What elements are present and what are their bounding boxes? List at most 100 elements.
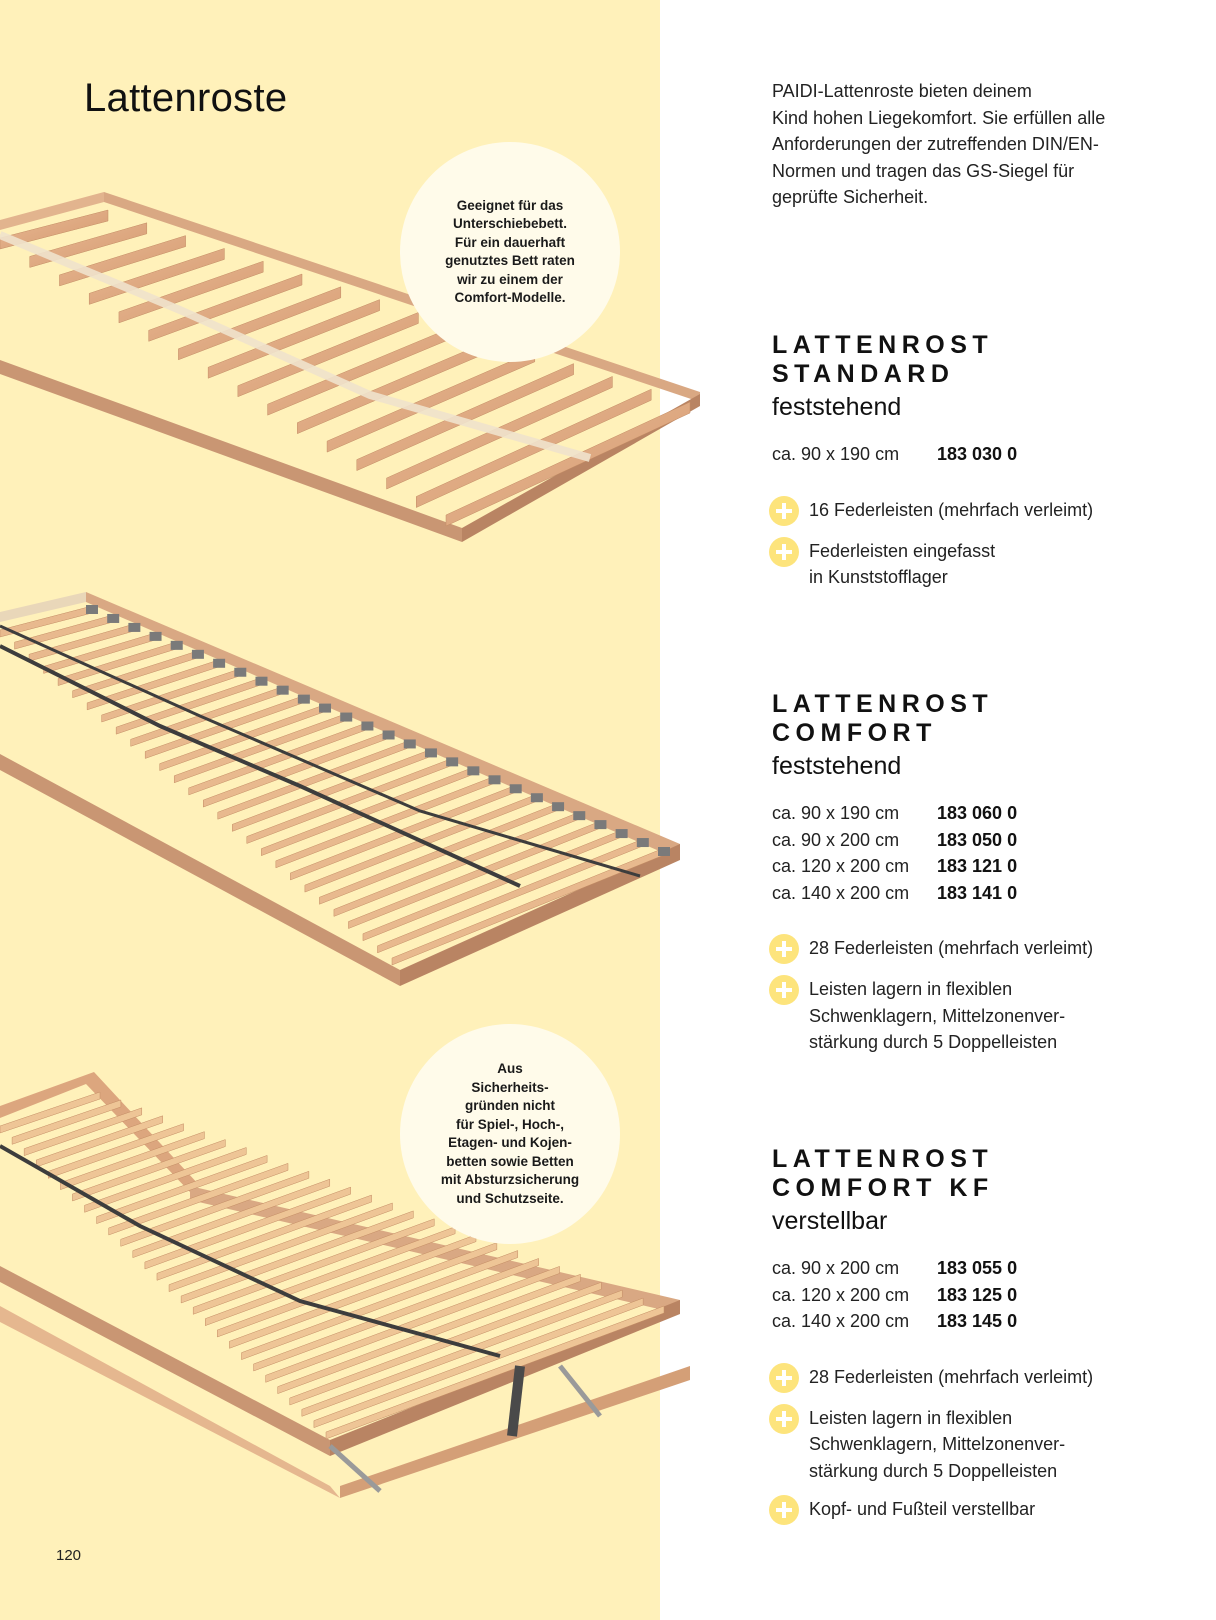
article-number: 183 055 0 [937, 1258, 1018, 1278]
article-number: 183 145 0 [937, 1311, 1018, 1331]
plus-circle-icon [769, 934, 799, 964]
plus-circle-icon [769, 1403, 799, 1434]
feature-item: 16 Federleisten (mehrfach verleimt) [769, 495, 1172, 526]
slat-bearing [552, 802, 565, 812]
size-label: ca. 90 x 190 cm [772, 803, 900, 823]
slat-bearing [107, 613, 120, 623]
slat [265, 1266, 560, 1383]
slat [173, 713, 347, 784]
product-type: feststehend [772, 393, 902, 421]
slat-bearing [424, 748, 437, 758]
slat [301, 1289, 623, 1417]
product-name: LATTENROST STANDARD [772, 331, 994, 388]
slat-bearing [446, 757, 459, 767]
product-comfort-kf: LATTENROST COMFORT KF verstellbar ca. 90… [769, 1145, 1172, 1536]
product-name: LATTENROST COMFORT KF [772, 1145, 994, 1202]
slat [326, 350, 536, 453]
slat [237, 312, 419, 398]
intro-text: PAIDI-Lattenroste bieten deinem Kind hoh… [772, 81, 1106, 207]
feature-text: 28 Federleisten (mehrfach verleimt) [809, 1366, 1094, 1387]
slat [246, 758, 453, 844]
slat-bearing [488, 775, 501, 785]
product-type: verstellbar [772, 1207, 888, 1235]
feature-item: 28 Federleisten (mehrfach verleimt) [769, 1362, 1172, 1393]
note-bubble-safety: Aus Sicherheits- gründen nicht für Spiel… [400, 1024, 620, 1244]
article-number: 183 060 0 [937, 803, 1018, 823]
note-bubble-underbed: Geeignet für das Unterschiebebett. Für e… [400, 142, 620, 362]
slat-bearing [509, 784, 522, 794]
size-label: ca. 120 x 200 cm [772, 856, 910, 876]
page-title: Lattenroste [84, 76, 288, 120]
slat [325, 1305, 665, 1440]
size-row: ca. 90 x 200 cm 183 050 0 [772, 827, 1172, 854]
slat [84, 1147, 247, 1213]
slat-bearing [191, 649, 204, 659]
slat-bearing [658, 847, 670, 856]
slat [229, 1242, 498, 1349]
slat-bearing [128, 622, 141, 632]
slat [0, 1091, 101, 1134]
slat-bearing [361, 721, 374, 731]
slat [120, 1170, 310, 1247]
slat [148, 273, 303, 342]
slat [207, 299, 380, 379]
slat [192, 1218, 435, 1315]
feature-item: Leisten lagern in flexiblen Schwenklager… [769, 975, 1172, 1056]
slat [178, 286, 342, 361]
slat [0, 209, 109, 250]
slat-bearing [403, 739, 416, 749]
feature-item: Leisten lagern in flexiblen Schwenklager… [769, 1403, 1172, 1485]
article-number: 183 030 0 [937, 444, 1018, 464]
slat-bearing [170, 640, 183, 650]
slat-bearing [276, 685, 289, 695]
slat-bearing [340, 712, 353, 722]
size-row: ca. 120 x 200 cm 183 121 0 [772, 853, 1172, 880]
feature-text: Federleisten eingefasst in Kunststofflag… [809, 540, 996, 588]
slat [60, 1131, 205, 1191]
slat-bearing [594, 820, 607, 830]
size-label: ca. 120 x 200 cm [772, 1284, 910, 1305]
size-list: ca. 90 x 200 cm 183 055 0 ca. 120 x 200 … [772, 1255, 1172, 1335]
slat-bearing [297, 694, 310, 704]
size-label: ca. 140 x 200 cm [772, 1311, 910, 1331]
slat-bearing [149, 631, 162, 641]
slat [108, 1162, 289, 1236]
slat-bearing [382, 730, 395, 740]
size-row: ca. 120 x 200 cm 183 125 0 [772, 1282, 1172, 1309]
feature-list: 16 Federleisten (mehrfach verleimt) Fede… [769, 495, 1172, 591]
slat [217, 1234, 477, 1338]
slat-bearing [636, 838, 649, 848]
slat [277, 1273, 581, 1395]
slat-bearing [573, 811, 586, 821]
slat-bearing [86, 605, 98, 614]
product-image-comfort-kf [0, 1072, 690, 1498]
plus-circle-icon [769, 975, 799, 1005]
size-list: ca. 90 x 190 cm 183 060 0 ca. 90 x 200 c… [772, 800, 1172, 906]
slat [72, 1139, 226, 1202]
slat [445, 401, 691, 527]
slat [205, 1226, 456, 1327]
article-number: 183 050 0 [937, 829, 1018, 850]
feature-text: 28 Federleisten (mehrfach verleimt) [809, 938, 1094, 958]
slat [11, 1099, 122, 1145]
slat [23, 1107, 143, 1157]
plus-circle-icon [769, 1495, 799, 1525]
slat-bearing [319, 703, 332, 713]
slat [253, 1258, 539, 1372]
slat [132, 1178, 331, 1259]
slat-bearing [234, 667, 247, 677]
feature-text: Leisten lagern in flexiblen Schwenklager… [809, 979, 1066, 1052]
slat [356, 363, 574, 471]
size-row: ca. 90 x 200 cm 183 055 0 [772, 1255, 1172, 1282]
product-image-comfort [0, 592, 680, 986]
feature-item: 28 Federleisten (mehrfach verleimt) [769, 934, 1172, 964]
size-row: ca. 90 x 190 cm 183 030 0 [772, 441, 1172, 468]
slat [313, 1297, 644, 1429]
slat-bearing [467, 766, 480, 776]
slat-bearing [615, 829, 628, 839]
plus-circle-icon [769, 495, 799, 526]
size-label: ca. 140 x 200 cm [772, 882, 910, 903]
plus-circle-icon [769, 1362, 799, 1393]
slat-bearing [530, 793, 543, 803]
feature-text: 16 Federleisten (mehrfach verleimt) [809, 499, 1094, 520]
